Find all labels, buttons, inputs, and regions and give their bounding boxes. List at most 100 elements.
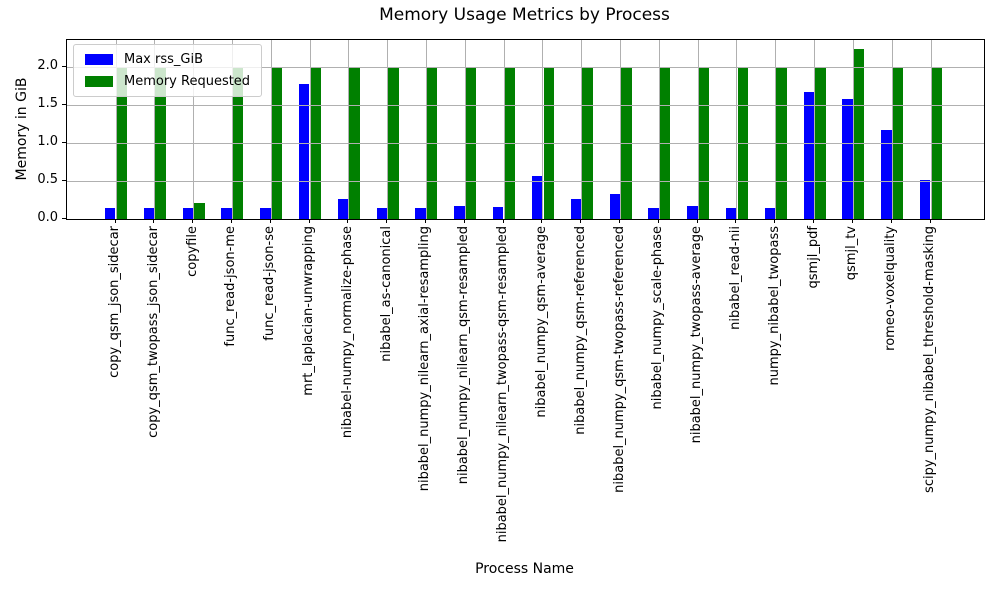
bar-max-rss [531, 175, 543, 219]
bar-max-rss [493, 206, 504, 219]
x-tick-label-text: copy_qsm_twopass_json_sidecar [145, 226, 161, 438]
x-tick-label-text: copyfile [184, 226, 200, 277]
gridline-vertical [154, 40, 156, 219]
chart-title: Memory Usage Metrics by Process [379, 5, 670, 25]
x-tick-mark [308, 219, 310, 223]
gridline-vertical [775, 40, 777, 219]
y-tick-label: 0.5 [37, 172, 58, 188]
gridline-vertical [736, 40, 738, 219]
x-tick-mark [735, 219, 737, 223]
x-tick-label-text: nibabel_numpy_nilearn_twopass-qsm-resamp… [495, 226, 511, 543]
bar-max-rss [687, 206, 698, 219]
bar-max-rss [260, 208, 271, 219]
bar-max-rss [881, 129, 892, 219]
bar-max-rss [764, 207, 776, 219]
gridline-horizontal [67, 142, 984, 144]
x-tick-label-text: nibabel_numpy_qsm-twopass-referenced [611, 226, 627, 493]
bar-max-rss [725, 208, 737, 219]
gridline-vertical [542, 40, 544, 219]
y-axis-ticks: 0.0 0.5 1.0 1.5 2.0 [0, 0, 66, 600]
bar-max-rss [376, 207, 388, 219]
gridline-horizontal [67, 104, 984, 106]
bar-max-rss [337, 199, 349, 219]
y-tick-label: 1.0 [37, 134, 58, 150]
x-tick-mark [619, 219, 621, 223]
gridline-horizontal [67, 66, 984, 68]
legend-swatch-max-rss [85, 54, 113, 65]
x-tick-mark [463, 219, 465, 223]
x-tick-label-text: nibabel_numpy_nilearn_qsm-resampled [456, 226, 472, 485]
x-tick-label-text: romeo-voxelquality [883, 226, 899, 351]
x-tick-mark [153, 219, 155, 223]
x-tick-label-text: copy_qsm_json_sidecar [107, 226, 122, 378]
bar-max-rss [221, 208, 232, 219]
y-tick-label: 2.0 [37, 58, 58, 74]
bar-max-rss [842, 99, 853, 219]
x-axis-label: Process Name [475, 561, 574, 577]
y-tick-mark [62, 65, 66, 67]
bar-memory-requested [853, 48, 865, 219]
x-tick-mark [192, 219, 194, 223]
legend: Max rss_GiB Memory Requested [73, 44, 263, 97]
gridline-vertical [620, 40, 622, 219]
gridline-vertical [348, 40, 350, 219]
bar-max-rss [648, 208, 659, 219]
x-tick-mark [890, 219, 892, 223]
gridline-vertical [425, 40, 427, 219]
gridline-vertical [814, 40, 816, 219]
y-tick-label: 1.5 [37, 96, 58, 112]
bar-max-rss [803, 91, 814, 219]
x-tick-mark [347, 219, 349, 223]
gridline-vertical [930, 40, 932, 219]
x-tick-label-text: nibabel_numpy_nilearn_axial-resampling [417, 226, 433, 492]
x-tick-mark [386, 219, 388, 223]
gridline-vertical [697, 40, 699, 219]
y-tick-mark [62, 179, 66, 181]
gridline-vertical [852, 40, 854, 219]
bar-max-rss [570, 198, 582, 219]
x-tick-label-text: nibabel_numpy_qsm-average [533, 226, 549, 418]
bar-max-rss [609, 194, 620, 219]
x-tick-mark [269, 219, 271, 223]
x-tick-label-text: nibabel-numpy_normalize-phase [339, 226, 355, 439]
bar-memory-requested [194, 203, 205, 219]
x-tick-mark [114, 219, 116, 223]
x-tick-mark [929, 219, 931, 223]
x-tick-label-text: func_read-json-me [223, 226, 239, 347]
legend-swatch-memory-requested [85, 76, 113, 87]
bar-max-rss [182, 207, 193, 219]
y-tick-label: 0.0 [37, 210, 58, 225]
bar-max-rss [415, 208, 426, 219]
x-tick-mark [230, 219, 232, 223]
x-tick-mark [851, 219, 853, 223]
x-tick-mark [424, 219, 426, 223]
x-tick-label-text: qsmjl_tv [844, 226, 860, 281]
bar-max-rss [299, 84, 310, 219]
y-tick-mark [62, 141, 66, 143]
gridline-vertical [115, 40, 117, 219]
gridline-vertical [464, 40, 466, 219]
x-tick-label-text: nibabel_numpy_twopass-average [689, 226, 705, 444]
x-tick-label-text: qsmjl_pdf [805, 226, 821, 289]
x-tick-label-text: nibabel_numpy_scale-phase [650, 226, 666, 410]
x-tick-mark [696, 219, 698, 223]
legend-item-max-rss: Max rss_GiB [85, 52, 250, 67]
x-tick-label-text: nibabel_read-nii [727, 226, 743, 330]
gridline-vertical [503, 40, 505, 219]
bar-max-rss [143, 207, 155, 219]
x-tick-mark [580, 219, 582, 223]
legend-label-max-rss: Max rss_GiB [124, 52, 204, 67]
x-tick-label-text: nibabel_numpy_qsm-referenced [572, 226, 588, 435]
gridline-vertical [270, 40, 272, 219]
x-tick-label-text: numpy_nibabel_twopass [766, 226, 782, 386]
gridline-vertical [387, 40, 389, 219]
gridline-vertical [231, 40, 233, 219]
legend-label-memory-requested: Memory Requested [124, 74, 251, 89]
gridline-vertical [891, 40, 893, 219]
bar-max-rss [920, 179, 931, 219]
gridline-vertical [581, 40, 583, 219]
gridline-vertical [193, 40, 195, 219]
bar-max-rss [454, 206, 465, 219]
